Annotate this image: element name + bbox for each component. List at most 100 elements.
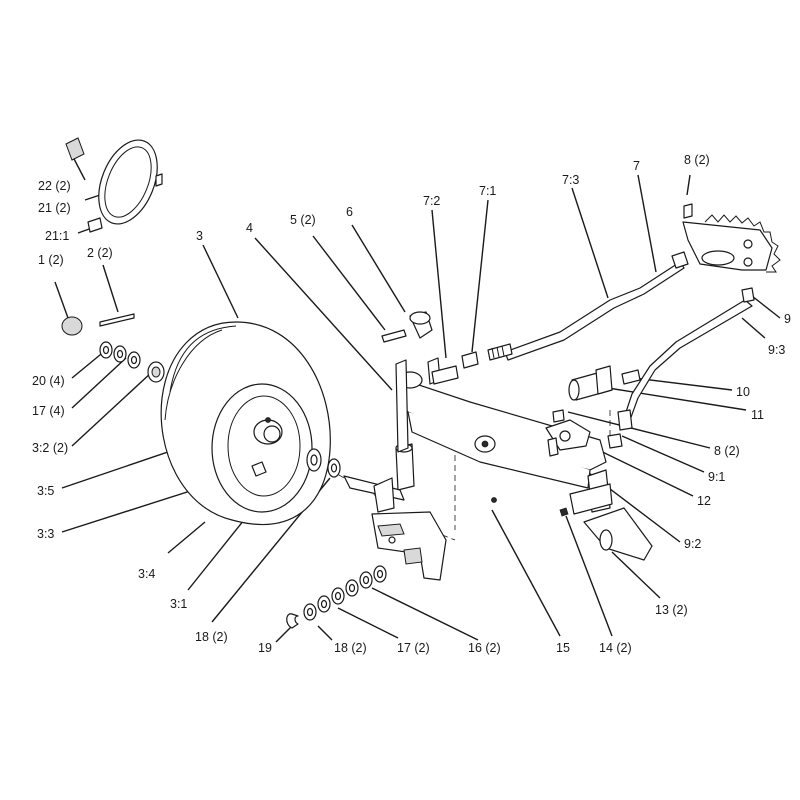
callout-9: 9 [784, 312, 791, 326]
callout-3-1: 3:1 [170, 597, 187, 611]
grease-fitting-14 [559, 507, 569, 517]
gear-bolt-hole-2 [743, 257, 753, 267]
callout-2: 2 (2) [87, 246, 113, 260]
callout-20: 20 (4) [32, 374, 65, 388]
callout-7-3: 7:3 [562, 173, 579, 187]
callout-22: 22 (2) [38, 179, 71, 193]
bracket-axis-line [404, 519, 456, 541]
right-axle-shaft [583, 507, 653, 561]
pivot-bolt-assembly [568, 365, 641, 449]
bracket-slot [377, 523, 405, 537]
spacer-18-a-hole [310, 454, 318, 466]
snap-ring-19 [286, 613, 299, 629]
leader-10 [633, 377, 733, 391]
rim-inner-ring [227, 395, 301, 497]
leader-3 [202, 244, 239, 319]
leader-3-4 [167, 521, 206, 554]
headlight-clip [155, 173, 163, 187]
grease-fitting-15 [491, 497, 497, 503]
jam-nut-7-1 [461, 351, 479, 369]
callout-15: 15 [556, 641, 570, 655]
callout-3-4: 3:4 [138, 567, 155, 581]
callout-17-left: 17 (4) [32, 404, 65, 418]
callout-4: 4 [246, 221, 253, 235]
tie-rod-end-9-1 [617, 409, 633, 431]
tie-rod-end-9 [741, 287, 755, 303]
callout-17-bottom: 17 (2) [397, 641, 430, 655]
leader-18-bottom [317, 625, 333, 641]
callout-13: 13 (2) [655, 603, 688, 617]
nut-8-top [683, 203, 693, 219]
callout-21-1: 21:1 [45, 229, 69, 243]
nut-9-1 [607, 433, 623, 449]
washer-20-a-hole [102, 345, 110, 355]
callout-18-left: 18 (2) [195, 630, 228, 644]
drag-link [487, 251, 689, 361]
leader-8-mid [567, 411, 711, 449]
steering-arm-hole [559, 430, 571, 442]
drag-link-rod [504, 261, 685, 361]
gear-bolt-hole [743, 239, 753, 249]
steering-arm-stud [547, 437, 559, 457]
bulb-21-1 [87, 217, 103, 233]
washer-17-c-hole [320, 599, 328, 609]
callout-21: 21 (2) [38, 201, 71, 215]
leader-16 [371, 587, 479, 641]
spindle-arm-eye [409, 311, 431, 325]
callout-9-3: 9:3 [768, 343, 785, 357]
callout-14: 14 (2) [599, 641, 632, 655]
leader-7 [637, 174, 657, 273]
spacer-18-b-hole [330, 463, 338, 473]
right-spindle-assembly [545, 409, 653, 561]
callout-3-3: 3:3 [37, 527, 54, 541]
bearing-3-2-bore [151, 366, 161, 378]
callout-3-2: 3:2 (2) [32, 441, 68, 455]
pivot-bolt-10 [621, 369, 641, 385]
leader-6 [351, 224, 406, 313]
leader-14 [565, 515, 613, 637]
leader-17-bottom [337, 607, 399, 639]
leader-9 [751, 295, 781, 319]
right-axle-end [599, 529, 613, 551]
callout-16: 16 (2) [468, 641, 501, 655]
callout-labels: 22 (2) 21 (2) 21:1 1 (2) 2 (2) 3 4 5 (2)… [32, 153, 791, 655]
callout-19: 19 [258, 641, 272, 655]
headlight-lens-22 [65, 137, 85, 161]
left-spindle-knuckle [373, 477, 395, 513]
inner-spacers [306, 448, 341, 478]
pivot-tube-end [568, 379, 580, 401]
callout-10: 10 [736, 385, 750, 399]
leader-7-1 [471, 199, 489, 353]
tire-tread [164, 325, 237, 421]
leader-21 [84, 194, 101, 201]
hub-cap-stack [61, 313, 165, 383]
leader-2 [102, 264, 119, 313]
bracket-hole [388, 536, 396, 544]
washer-16-a-hole [348, 583, 356, 593]
rim-3-1 [211, 383, 313, 513]
headlight-ring-21 [98, 139, 158, 225]
leader-4 [254, 237, 393, 391]
callout-12: 12 [697, 494, 711, 508]
washer-18-c-hole [306, 607, 314, 617]
leader-11 [607, 387, 747, 411]
bolt-5 [381, 329, 407, 343]
valve-stem-3-3 [251, 461, 267, 477]
callout-8-top: 8 (2) [684, 153, 710, 167]
leader-17-left [71, 357, 127, 409]
washer-17-a-hole [116, 349, 124, 359]
callout-1: 1 (2) [38, 253, 64, 267]
callout-18-bottom: 18 (2) [334, 641, 367, 655]
gear-hub [701, 250, 735, 266]
callout-7: 7 [633, 159, 640, 173]
gear-teeth [704, 214, 781, 273]
callout-9-2: 9:2 [684, 537, 701, 551]
leader-9-1 [621, 435, 705, 473]
leader-19 [275, 625, 293, 643]
bracket-slot-2 [403, 547, 423, 565]
leader-8-top [686, 174, 691, 196]
callout-3: 3 [196, 229, 203, 243]
headlight-assembly [65, 137, 163, 233]
leader-7-3 [571, 187, 609, 299]
leader-20 [71, 349, 107, 379]
